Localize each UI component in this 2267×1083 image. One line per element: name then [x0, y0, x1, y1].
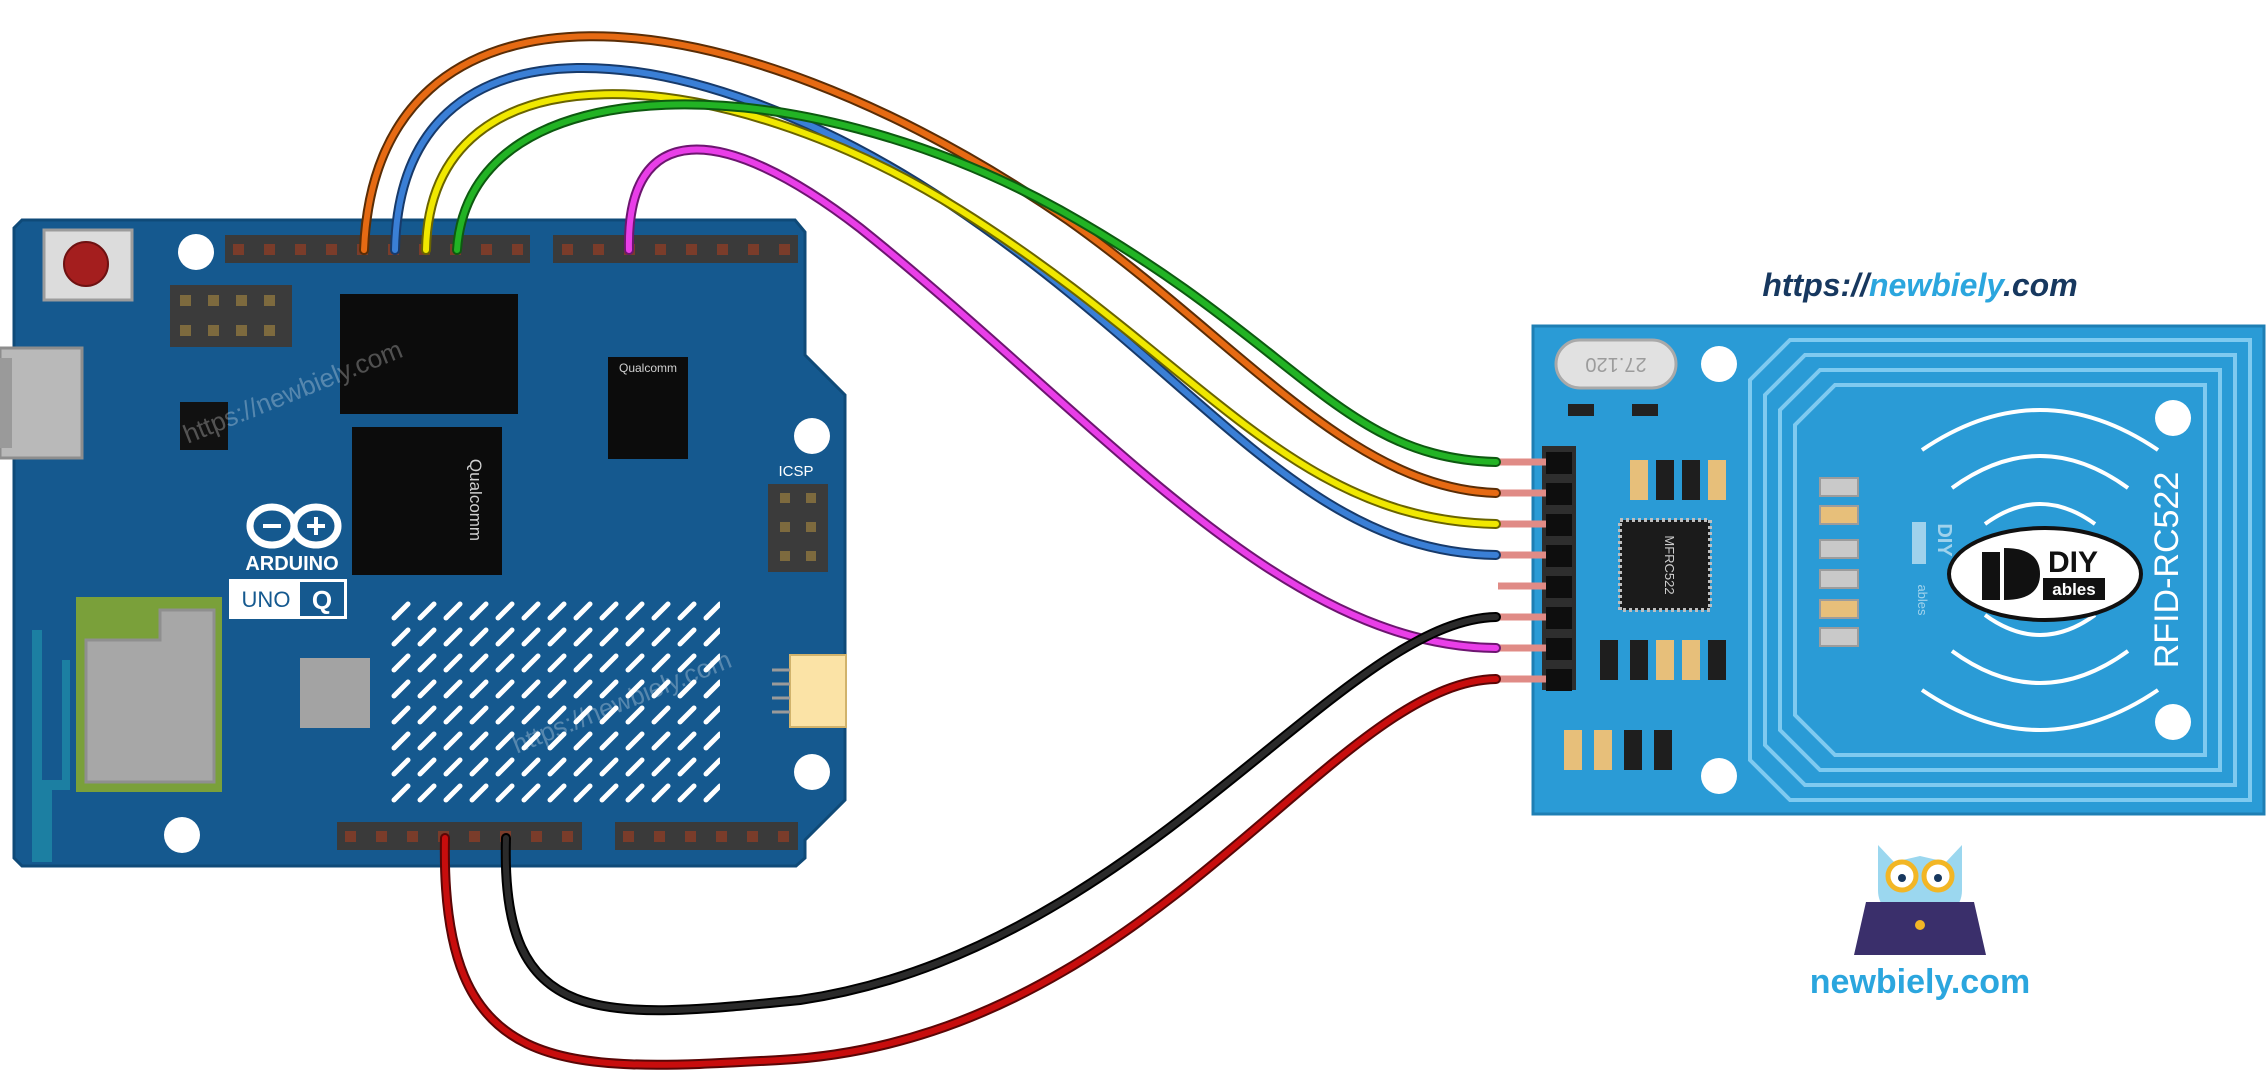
smd-components-bottom: [1564, 640, 1726, 770]
rfid-antenna-coil: [1748, 338, 2252, 802]
crystal-label: 27.120: [1585, 353, 1646, 375]
small-component: [300, 658, 370, 728]
qwiic-connector: [789, 654, 847, 728]
wire-green: [454, 101, 1499, 465]
mfrc522-chip: [1618, 518, 1712, 612]
bottom-header-right: [615, 822, 798, 850]
wires: [359, 31, 1501, 1070]
rf-wave-icon: [1920, 408, 2160, 732]
led-matrix: [390, 598, 720, 808]
icsp-pins: [780, 493, 816, 561]
top-header-right: [553, 235, 798, 263]
diyables-small-main: DIY: [1933, 523, 1955, 557]
diyables-logo-mark: [2004, 548, 2040, 600]
mfrc522-chip-label: MFRC522: [1662, 535, 1677, 594]
pcb-antenna: [32, 630, 70, 862]
qualcomm-soc: [352, 427, 502, 575]
uno-model-label: UNO: [242, 587, 291, 612]
usb-c-shell: [0, 358, 12, 448]
smd-capacitor-column: [1819, 477, 1859, 647]
reset-button: [63, 241, 109, 287]
usb-c-connector: [0, 346, 84, 460]
qualcomm-mcu: [608, 357, 688, 459]
rfid-mount-hole: [1701, 346, 1737, 382]
diyables-logo: [1947, 526, 2143, 622]
diyables-logo-mark: [1982, 552, 2000, 600]
jtag-header: [170, 285, 292, 347]
qualcomm-soc-label: Qualcomm: [466, 459, 485, 541]
q-model-label: Q: [312, 585, 332, 615]
wire-red: [441, 676, 1499, 1068]
diyables-logo-small: DIY ables: [1912, 522, 1955, 616]
icsp-header: [768, 484, 828, 572]
wire-magenta: [625, 146, 1499, 651]
mount-hole: [794, 418, 830, 454]
arduino-brand-label: ARDUINO: [245, 553, 338, 575]
diyables-logo-sub-bg: [2043, 578, 2105, 600]
qualcomm-mcu-label: Qualcomm: [619, 361, 677, 375]
diyables-logo-main: DIY: [2048, 546, 2098, 579]
newbiely-owl-logo: [1854, 845, 1986, 955]
rfid-pin-legs: [1498, 458, 1546, 683]
site-url-suffix: .com: [2003, 267, 2078, 303]
arduino-logo-icon: [246, 503, 342, 549]
bottom-header-left: [337, 822, 582, 850]
mount-hole: [164, 817, 200, 853]
rfid-mount-hole: [1701, 758, 1737, 794]
icsp-label: ICSP: [778, 463, 813, 480]
site-url-prefix: https://: [1762, 267, 1872, 303]
jtag-pins: [180, 295, 275, 336]
arduino-board: Qualcomm Qualcomm ARDUINO UNO Q ICSP: [0, 218, 847, 868]
diyables-logo-sub: ables: [2052, 580, 2095, 599]
diyables-small-sub: ables: [1915, 584, 1930, 616]
uno-q-badge-accent: [300, 582, 344, 616]
small-chip: [180, 402, 228, 450]
mount-hole: [178, 234, 214, 270]
smd-components-top: [1568, 404, 1726, 500]
crystal-oscillator: [1554, 338, 1678, 390]
wire-orange: [361, 33, 1499, 496]
rfid-mount-hole: [2155, 400, 2191, 436]
rfid-module-label: RFID-RC522: [2148, 472, 2186, 668]
wire-yellow: [423, 91, 1499, 527]
memory-chip: [340, 294, 518, 414]
footer-brand: newbiely.com: [1810, 963, 2030, 1001]
qwiic-pins: [772, 668, 790, 714]
owl-eye-right: [1934, 874, 1942, 882]
owl-laptop-dot: [1915, 920, 1925, 930]
bottom-header-pins: [345, 831, 789, 842]
rfid-module: 27.120 MFRC522: [1498, 324, 2266, 816]
rfid-mount-hole: [2155, 704, 2191, 740]
rfid-header-pins: [1546, 452, 1572, 691]
wifi-module-shield: [84, 608, 216, 784]
top-header-left: [225, 235, 530, 263]
wire-black: [502, 614, 1499, 1014]
mount-hole: [794, 754, 830, 790]
site-url-brand: newbiely: [1869, 267, 2006, 303]
site-url: https://newbiely.com: [1762, 267, 2077, 303]
owl-eye-left: [1898, 874, 1906, 882]
